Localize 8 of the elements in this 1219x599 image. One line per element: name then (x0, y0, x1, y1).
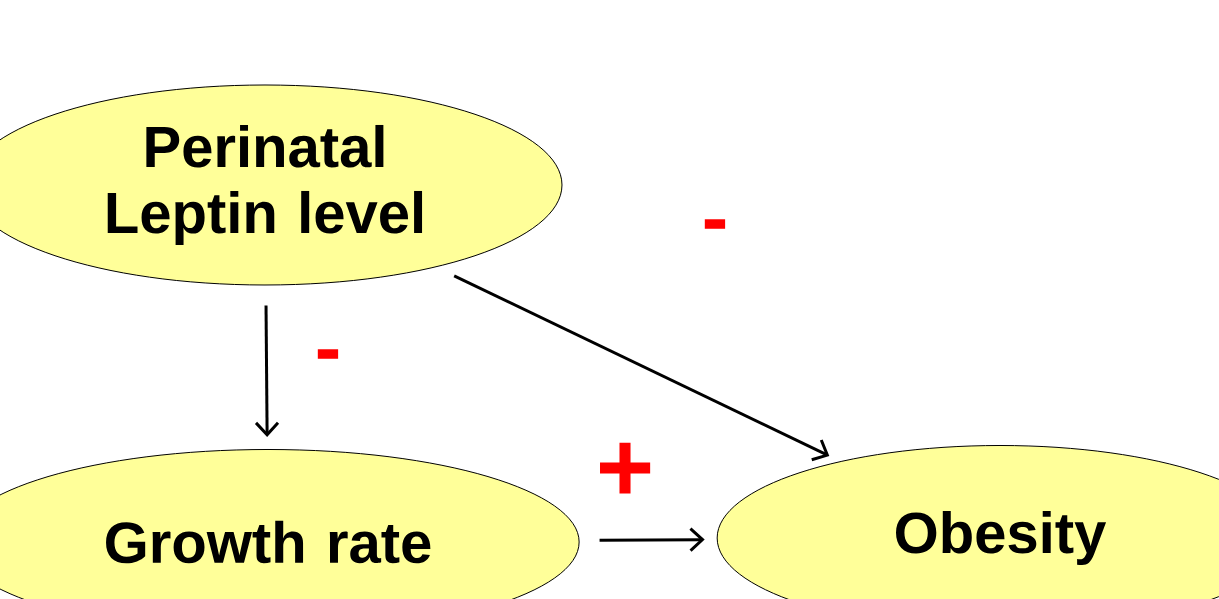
arrow (453, 274, 830, 462)
ellipse-node: Growth rate (0, 449, 580, 599)
edge-label: + (600, 442, 651, 494)
edge-label: - (704, 219, 726, 229)
ellipse-node: Obesity (716, 445, 1219, 599)
edge-label: - (317, 349, 339, 359)
arrow (599, 527, 705, 552)
arrow (254, 305, 280, 437)
